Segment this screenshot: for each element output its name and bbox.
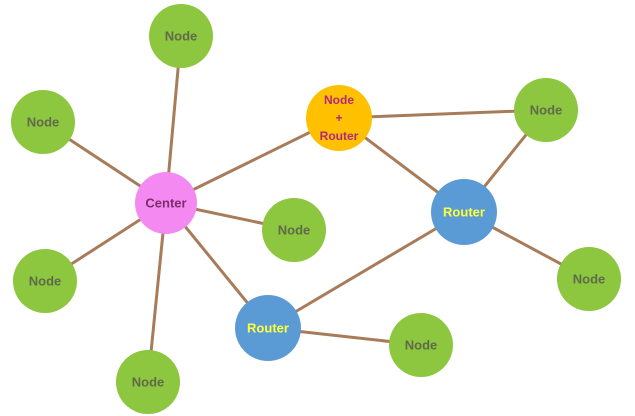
node-bottom-left: Node xyxy=(116,350,180,414)
node-top-right-label: Node xyxy=(530,103,563,118)
node-router-label: + xyxy=(335,111,342,125)
router-right: Router xyxy=(431,179,497,245)
node-router-label: Node xyxy=(324,93,354,107)
node-top-label: Node xyxy=(165,29,198,44)
center-circle xyxy=(135,172,197,234)
node-router-circle xyxy=(306,85,372,151)
center: Center xyxy=(135,172,197,234)
node-bottom-middle-circle xyxy=(389,313,453,377)
edge-node-router-to-node-top-right xyxy=(337,108,548,120)
router-bottom-label: Router xyxy=(247,321,289,336)
node-bottom-left-label: Node xyxy=(132,375,165,390)
node-right: Node xyxy=(557,247,621,311)
center-label: Center xyxy=(145,196,186,211)
router-bottom-circle xyxy=(235,295,301,361)
node-lower-left-circle xyxy=(13,249,77,313)
node-top-circle xyxy=(149,4,213,68)
node-right-circle xyxy=(557,247,621,311)
diagram-nodes: CenterNodeNodeNodeNodeNodeNode+RouterNod… xyxy=(11,4,621,414)
router-right-circle xyxy=(431,179,497,245)
node-lower-left: Node xyxy=(13,249,77,313)
router-right-label: Router xyxy=(443,205,485,220)
node-near-center-label: Node xyxy=(278,223,311,238)
node-router: Node + Router xyxy=(306,85,372,151)
node-top: Node xyxy=(149,4,213,68)
node-bottom-middle-label: Node xyxy=(405,338,438,353)
node-near-center-circle xyxy=(262,198,326,262)
node-bottom-middle: Node xyxy=(389,313,453,377)
node-top-right-circle xyxy=(514,78,578,142)
node-upper-left: Node xyxy=(11,90,75,154)
node-top-right: Node xyxy=(514,78,578,142)
edge-router-right-to-router-bottom xyxy=(266,210,466,330)
node-lower-left-label: Node xyxy=(29,274,62,289)
node-near-center: Node xyxy=(262,198,326,262)
node-upper-left-label: Node xyxy=(27,115,60,130)
node-router-label: Router xyxy=(320,129,359,143)
node-bottom-left-circle xyxy=(116,350,180,414)
router-bottom: Router xyxy=(235,295,301,361)
node-right-label: Node xyxy=(573,272,606,287)
node-upper-left-circle xyxy=(11,90,75,154)
